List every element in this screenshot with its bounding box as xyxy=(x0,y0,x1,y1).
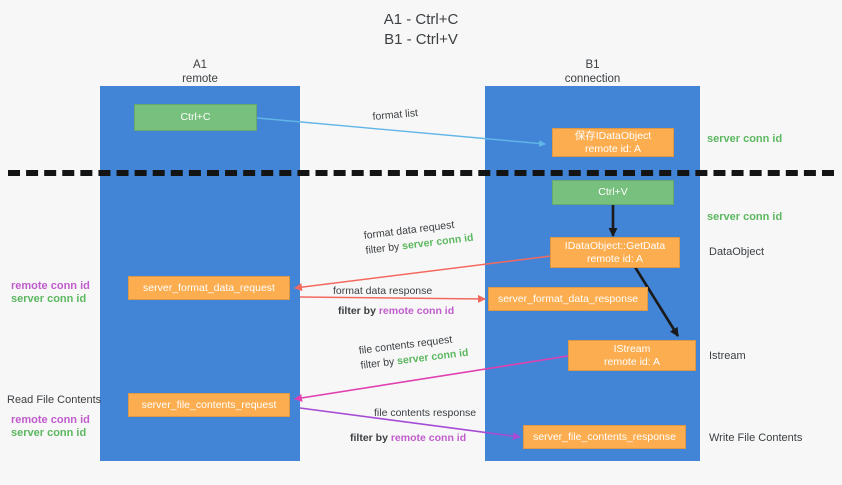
annotation-format-data-response: format data response filter by remote co… xyxy=(333,284,454,319)
box-server-file-contents-response-label: server_file_contents_response xyxy=(532,430,676,443)
box-istream-line1: IStream xyxy=(613,342,651,355)
box-server-format-data-request[interactable]: server_format_data_request xyxy=(128,276,290,300)
annotation-file-contents-request: file contents request filter by server c… xyxy=(358,331,469,374)
box-ctrl-v[interactable]: Ctrl+V xyxy=(552,180,674,205)
box-server-format-data-response[interactable]: server_format_data_response xyxy=(488,287,648,311)
title-line-1: A1 - Ctrl+C xyxy=(383,11,459,28)
lane-b1-sub: connection xyxy=(564,73,621,85)
box-server-file-contents-request-label: server_file_contents_request xyxy=(141,398,277,411)
right-label-write-file-contents: Write File Contents xyxy=(709,432,803,444)
annotation-format-data-request: format data request filter by server con… xyxy=(363,216,474,259)
box-getdata-line1: IDataObject::GetData xyxy=(564,239,666,252)
filter-prefix: filter by xyxy=(338,305,379,317)
annotation-format-data-response-text: format data response xyxy=(333,285,433,297)
box-save-idataobject-line2: remote id: A xyxy=(584,142,642,155)
right-label-server-conn-id-top: server conn id xyxy=(707,133,783,145)
filter-prefix: filter by xyxy=(359,355,398,372)
annotation-format-data-response-filter: filter by remote conn id xyxy=(338,304,454,319)
filter-value-remote-conn-id: remote conn id xyxy=(390,432,467,444)
box-server-file-contents-request[interactable]: server_file_contents_request xyxy=(128,393,290,417)
annotation-file-contents-response: file contents response filter by remote … xyxy=(350,406,476,446)
box-ctrl-c-label: Ctrl+C xyxy=(180,111,211,123)
lane-b1-name: B1 xyxy=(585,59,600,71)
right-label-istream: Istream xyxy=(709,350,746,362)
lane-header-a1: A1 remote xyxy=(100,58,300,86)
annotation-file-contents-response-filter: filter by remote conn id xyxy=(350,431,476,446)
box-getdata-line2: remote id: A xyxy=(586,252,644,265)
annotation-format-list-text: format list xyxy=(372,107,419,123)
box-ctrl-c[interactable]: Ctrl+C xyxy=(134,104,257,131)
annotation-format-list: format list xyxy=(372,106,419,125)
left-label-server-conn-id-lower: server conn id xyxy=(11,427,87,439)
annotation-file-contents-response-text: file contents response xyxy=(374,407,477,419)
box-server-format-data-response-label: server_format_data_response xyxy=(497,292,639,305)
box-idataobject-getdata[interactable]: IDataObject::GetData remote id: A xyxy=(550,237,680,268)
box-save-idataobject-line1: 保存IDataObject xyxy=(574,129,652,142)
box-server-file-contents-response[interactable]: server_file_contents_response xyxy=(523,425,686,449)
filter-value-remote-conn-id: remote conn id xyxy=(378,305,455,317)
box-server-format-data-request-label: server_format_data_request xyxy=(143,281,275,294)
lane-a1-name: A1 xyxy=(192,59,208,71)
box-ctrl-v-label: Ctrl+V xyxy=(598,186,628,198)
box-istream[interactable]: IStream remote id: A xyxy=(568,340,696,371)
left-label-remote-conn-id-lower: remote conn id xyxy=(11,414,90,426)
right-label-server-conn-id-mid: server conn id xyxy=(707,211,783,223)
left-label-remote-conn-id-upper: remote conn id xyxy=(11,280,90,292)
phase-separator xyxy=(8,170,834,176)
filter-prefix: filter by xyxy=(364,240,403,257)
left-label-server-conn-id-upper: server conn id xyxy=(11,293,87,305)
right-label-dataobject: DataObject xyxy=(709,246,765,258)
left-label-read-file-contents: Read File Contents xyxy=(7,394,102,406)
page-title: A1 - Ctrl+C B1 - Ctrl+V xyxy=(0,10,842,50)
lane-header-b1: B1 connection xyxy=(485,58,700,86)
box-save-idataobject[interactable]: 保存IDataObject remote id: A xyxy=(552,128,674,157)
lane-a1-sub: remote xyxy=(182,73,218,85)
filter-prefix: filter by xyxy=(350,432,391,444)
box-istream-line2: remote id: A xyxy=(603,355,661,368)
title-line-2: B1 - Ctrl+V xyxy=(384,31,458,48)
